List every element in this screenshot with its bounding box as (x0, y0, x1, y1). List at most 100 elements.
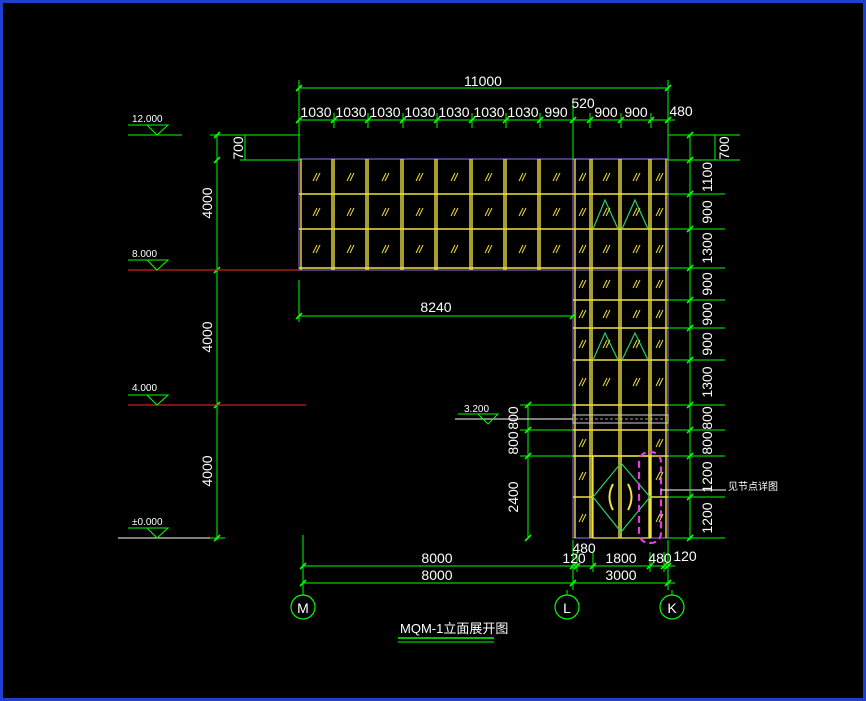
glass-hatch-mark (349, 207, 355, 217)
glass-hatch-mark (605, 207, 611, 217)
glass-hatch-mark (484, 207, 490, 217)
dimension-tick (299, 579, 307, 587)
glass-hatch-mark (658, 438, 664, 448)
right-dimension-labels: 700 1100 900 1300 900 900 900 1300 800 8… (699, 136, 732, 533)
elevation-label: 12.000 (132, 114, 163, 125)
glass-hatch-mark (453, 207, 459, 217)
dimension-tick (664, 116, 672, 124)
total-width: 11000 (464, 73, 502, 89)
glass-hatch-mark (415, 207, 421, 217)
dimension-tick (468, 116, 476, 124)
glass-hatch-mark (578, 279, 584, 289)
side-mullions (573, 159, 668, 538)
glass-hatch-mark (521, 207, 527, 217)
glass-hatch-mark (581, 438, 587, 448)
glass-hatch-mark (632, 244, 638, 254)
glass-hatch-mark (315, 207, 321, 217)
glass-hatch-mark (487, 172, 493, 182)
dimension-tick (524, 452, 532, 460)
glass-hatch-mark (602, 279, 608, 289)
dimension-tick (686, 534, 694, 542)
glass-hatch-mark (605, 279, 611, 289)
glass-hatch-mark (655, 471, 661, 481)
labels: 11000 1030 1030 1030 1030 1030 1030 1030… (132, 73, 778, 643)
glass-hatch-mark (581, 513, 587, 523)
glass-hatch-mark (312, 207, 318, 217)
dimension-tick (536, 116, 544, 124)
glass-hatch-mark (315, 244, 321, 254)
top-dim: 900 (594, 104, 618, 120)
glass-hatch-mark (635, 207, 641, 217)
top-dim: 1030 (438, 104, 469, 120)
glass-hatch-mark (346, 207, 352, 217)
glass-hatch-mark (418, 172, 424, 182)
dimension-tick (664, 84, 672, 92)
dimension-tick (213, 156, 221, 164)
glass-hatch-mark (312, 172, 318, 182)
dimension-tick (617, 116, 625, 124)
glass-hatch-mark (453, 244, 459, 254)
glass-hatch-mark (450, 244, 456, 254)
dimension-tick (686, 452, 694, 460)
left-dim: 700 (230, 136, 246, 160)
right-dim: 900 (699, 332, 715, 356)
glass-hatch-mark (346, 172, 352, 182)
glass-hatch-mark (552, 244, 558, 254)
upper-mullions (299, 159, 573, 270)
glass-hatch-mark (658, 339, 664, 349)
glass-hatch-mark (605, 339, 611, 349)
glass-hatch-mark (658, 207, 664, 217)
elevation-label: 8.000 (132, 249, 157, 260)
glass-hatch-mark (632, 339, 638, 349)
glass-hatch-mark (635, 377, 641, 387)
glass-hatch-mark (484, 244, 490, 254)
glass-hatch-mark (655, 438, 661, 448)
glass-hatch-mark (602, 207, 608, 217)
dimension-tick (686, 401, 694, 409)
glass-hatch-mark (415, 244, 421, 254)
entrance-door (592, 455, 651, 539)
glass-hatch-mark (632, 172, 638, 182)
glass-hatch-mark (581, 309, 587, 319)
right-dim: 1100 (699, 162, 715, 192)
glass-hatch-mark (450, 172, 456, 182)
glass-hatch-mark (605, 309, 611, 319)
bottom-dim: 8000 (421, 550, 452, 566)
glass-hatch-mark (635, 172, 641, 182)
node-highlight (637, 450, 663, 545)
dimension-tick (569, 562, 577, 570)
dimension-tick (569, 116, 577, 124)
glass-hatch-mark (418, 244, 424, 254)
glass-hatch-mark (605, 172, 611, 182)
glass-hatch-mark (578, 172, 584, 182)
glass-hatch-mark (312, 244, 318, 254)
right-dim: 900 (699, 302, 715, 326)
glass-hatch-mark (581, 471, 587, 481)
glass-hatch-mark (578, 309, 584, 319)
top-dim: 990 (544, 104, 568, 120)
glass-hatch (312, 172, 664, 523)
glass-hatch-mark (487, 207, 493, 217)
bottom-dim: 1800 (605, 550, 636, 566)
elevation-label: 3.200 (464, 404, 489, 415)
glass-hatch-mark (552, 172, 558, 182)
glass-hatch-mark (655, 279, 661, 289)
glass-hatch-mark (581, 279, 587, 289)
glass-hatch-mark (346, 244, 352, 254)
axis-bubble-l (554, 594, 580, 620)
glass-hatch-mark (384, 172, 390, 182)
right-dim: 1300 (699, 232, 715, 263)
glass-hatch-mark (655, 244, 661, 254)
glass-hatch-mark (602, 309, 608, 319)
glass-hatch-mark (602, 244, 608, 254)
dimension-tick (686, 190, 694, 198)
lower-dim: 800 (505, 431, 521, 455)
glass-hatch-mark (658, 471, 664, 481)
glass-hatch-mark (655, 339, 661, 349)
glass-hatch-mark (581, 377, 587, 387)
top-dim: 1030 (369, 104, 400, 120)
glass-hatch-mark (578, 377, 584, 387)
glass-hatch-mark (635, 244, 641, 254)
lower-dim: 800 (505, 406, 521, 430)
dimension-lines (118, 80, 740, 595)
